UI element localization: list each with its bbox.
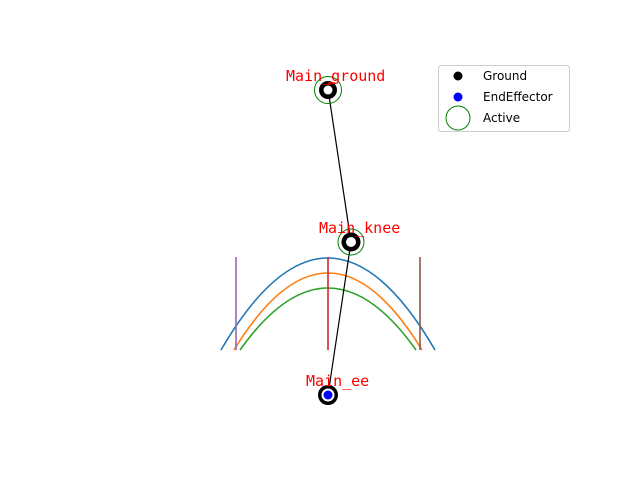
legend-marker-end-effector bbox=[453, 92, 463, 102]
joint-hole bbox=[346, 237, 356, 247]
legend-label-active: Active bbox=[483, 111, 520, 125]
link-ground-knee bbox=[327, 88, 352, 243]
vertical-guides bbox=[235, 257, 421, 350]
legend-marker-active bbox=[445, 105, 471, 131]
active-ring bbox=[337, 228, 365, 256]
joint-hole bbox=[323, 85, 333, 95]
node-main-ground: Main_ground bbox=[286, 67, 385, 104]
mechanism-links bbox=[327, 88, 352, 396]
legend-label-end-effector: EndEffector bbox=[483, 90, 553, 104]
node-main-knee: Main_knee bbox=[319, 219, 400, 256]
node-label-main-knee: Main_knee bbox=[319, 219, 400, 237]
node-label-main-ground: Main_ground bbox=[286, 67, 385, 85]
legend: Ground EndEffector Active bbox=[438, 65, 570, 132]
end-effector-marker bbox=[323, 390, 333, 400]
legend-frame bbox=[438, 65, 570, 132]
node-main-ee: Main_ee bbox=[306, 372, 369, 405]
legend-marker-ground bbox=[453, 71, 463, 81]
link-knee-ee bbox=[327, 241, 352, 396]
active-ring bbox=[314, 76, 342, 104]
node-label-main-ee: Main_ee bbox=[306, 372, 369, 390]
legend-label-ground: Ground bbox=[483, 69, 527, 83]
